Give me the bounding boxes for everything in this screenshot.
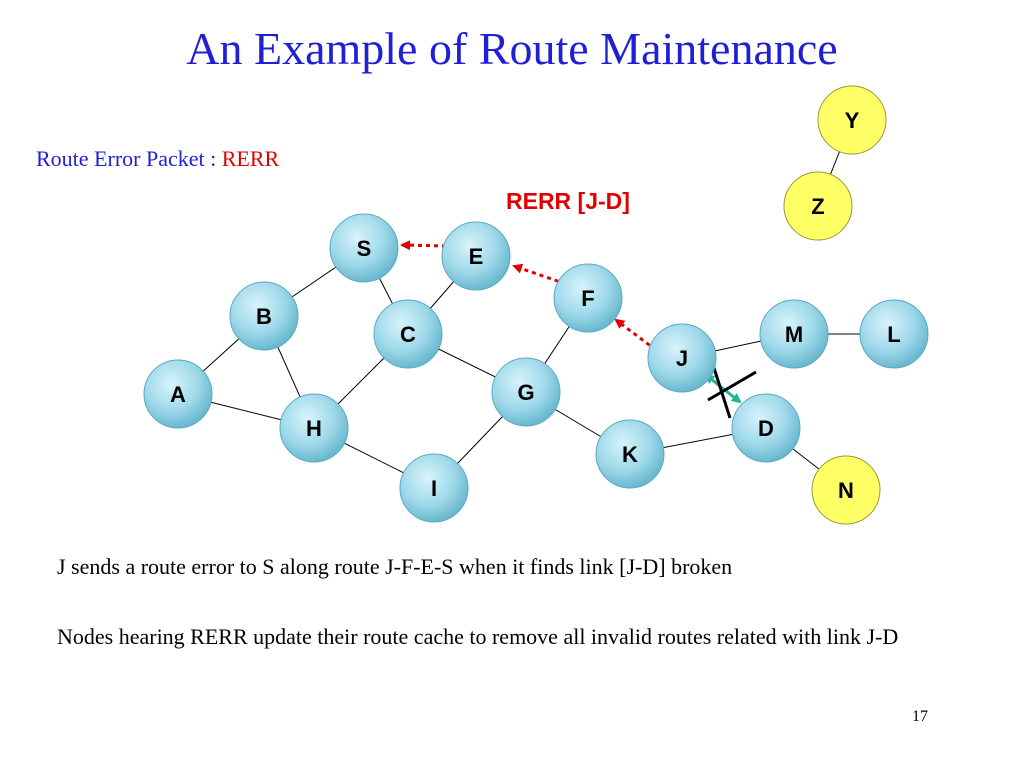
node-label-l: L xyxy=(887,322,900,347)
rerr-arrow-f-e xyxy=(512,263,567,286)
node-label-m: M xyxy=(785,322,803,347)
node-y: Y xyxy=(817,85,887,155)
node-label-b: B xyxy=(256,304,272,329)
slide-number: 17 xyxy=(912,708,928,725)
node-b: B xyxy=(229,281,299,351)
node-z: Z xyxy=(783,171,853,241)
node-label-z: Z xyxy=(811,194,824,219)
subtitle-prefix: Route Error Packet : xyxy=(36,146,222,171)
node-label-i: I xyxy=(431,476,437,501)
node-g: G xyxy=(491,357,561,427)
node-a: A xyxy=(143,359,213,429)
node-label-n: N xyxy=(838,478,854,503)
node-l: L xyxy=(859,299,929,369)
node-i: I xyxy=(399,453,469,523)
node-label-y: Y xyxy=(845,108,860,133)
node-label-e: E xyxy=(469,244,484,269)
node-m: M xyxy=(759,299,829,369)
paragraph-1: J sends a route error to S along route J… xyxy=(57,554,733,579)
node-label-f: F xyxy=(581,286,594,311)
node-k: K xyxy=(595,419,665,489)
rerr-arrows xyxy=(400,240,657,352)
node-label-s: S xyxy=(357,236,372,261)
node-label-h: H xyxy=(306,416,322,441)
node-f: F xyxy=(553,263,623,333)
broken-link-j-d xyxy=(704,373,742,404)
broken-link-x-icon xyxy=(707,367,757,419)
paragraph-2: Nodes hearing RERR update their route ca… xyxy=(57,624,899,649)
subtitle: Route Error Packet : RERR xyxy=(36,146,279,172)
subtitle-highlight: RERR xyxy=(221,146,280,171)
node-h: H xyxy=(279,393,349,463)
rerr-label: RERR [J-D] xyxy=(506,188,630,214)
rerr-arrow-j-f xyxy=(614,318,657,352)
node-label-c: C xyxy=(400,322,416,347)
node-label-d: D xyxy=(758,416,774,441)
slide-title: An Example of Route Maintenance xyxy=(186,23,838,74)
node-n: N xyxy=(811,455,881,525)
node-label-k: K xyxy=(622,442,638,467)
node-s: S xyxy=(329,213,399,283)
node-label-a: A xyxy=(170,382,186,407)
node-label-j: J xyxy=(676,346,688,371)
node-j: J xyxy=(647,323,717,393)
node-label-g: G xyxy=(517,380,534,405)
node-d: D xyxy=(731,393,801,463)
node-e: E xyxy=(441,221,511,291)
node-c: C xyxy=(373,299,443,369)
rerr-arrow-e-s xyxy=(400,240,447,251)
